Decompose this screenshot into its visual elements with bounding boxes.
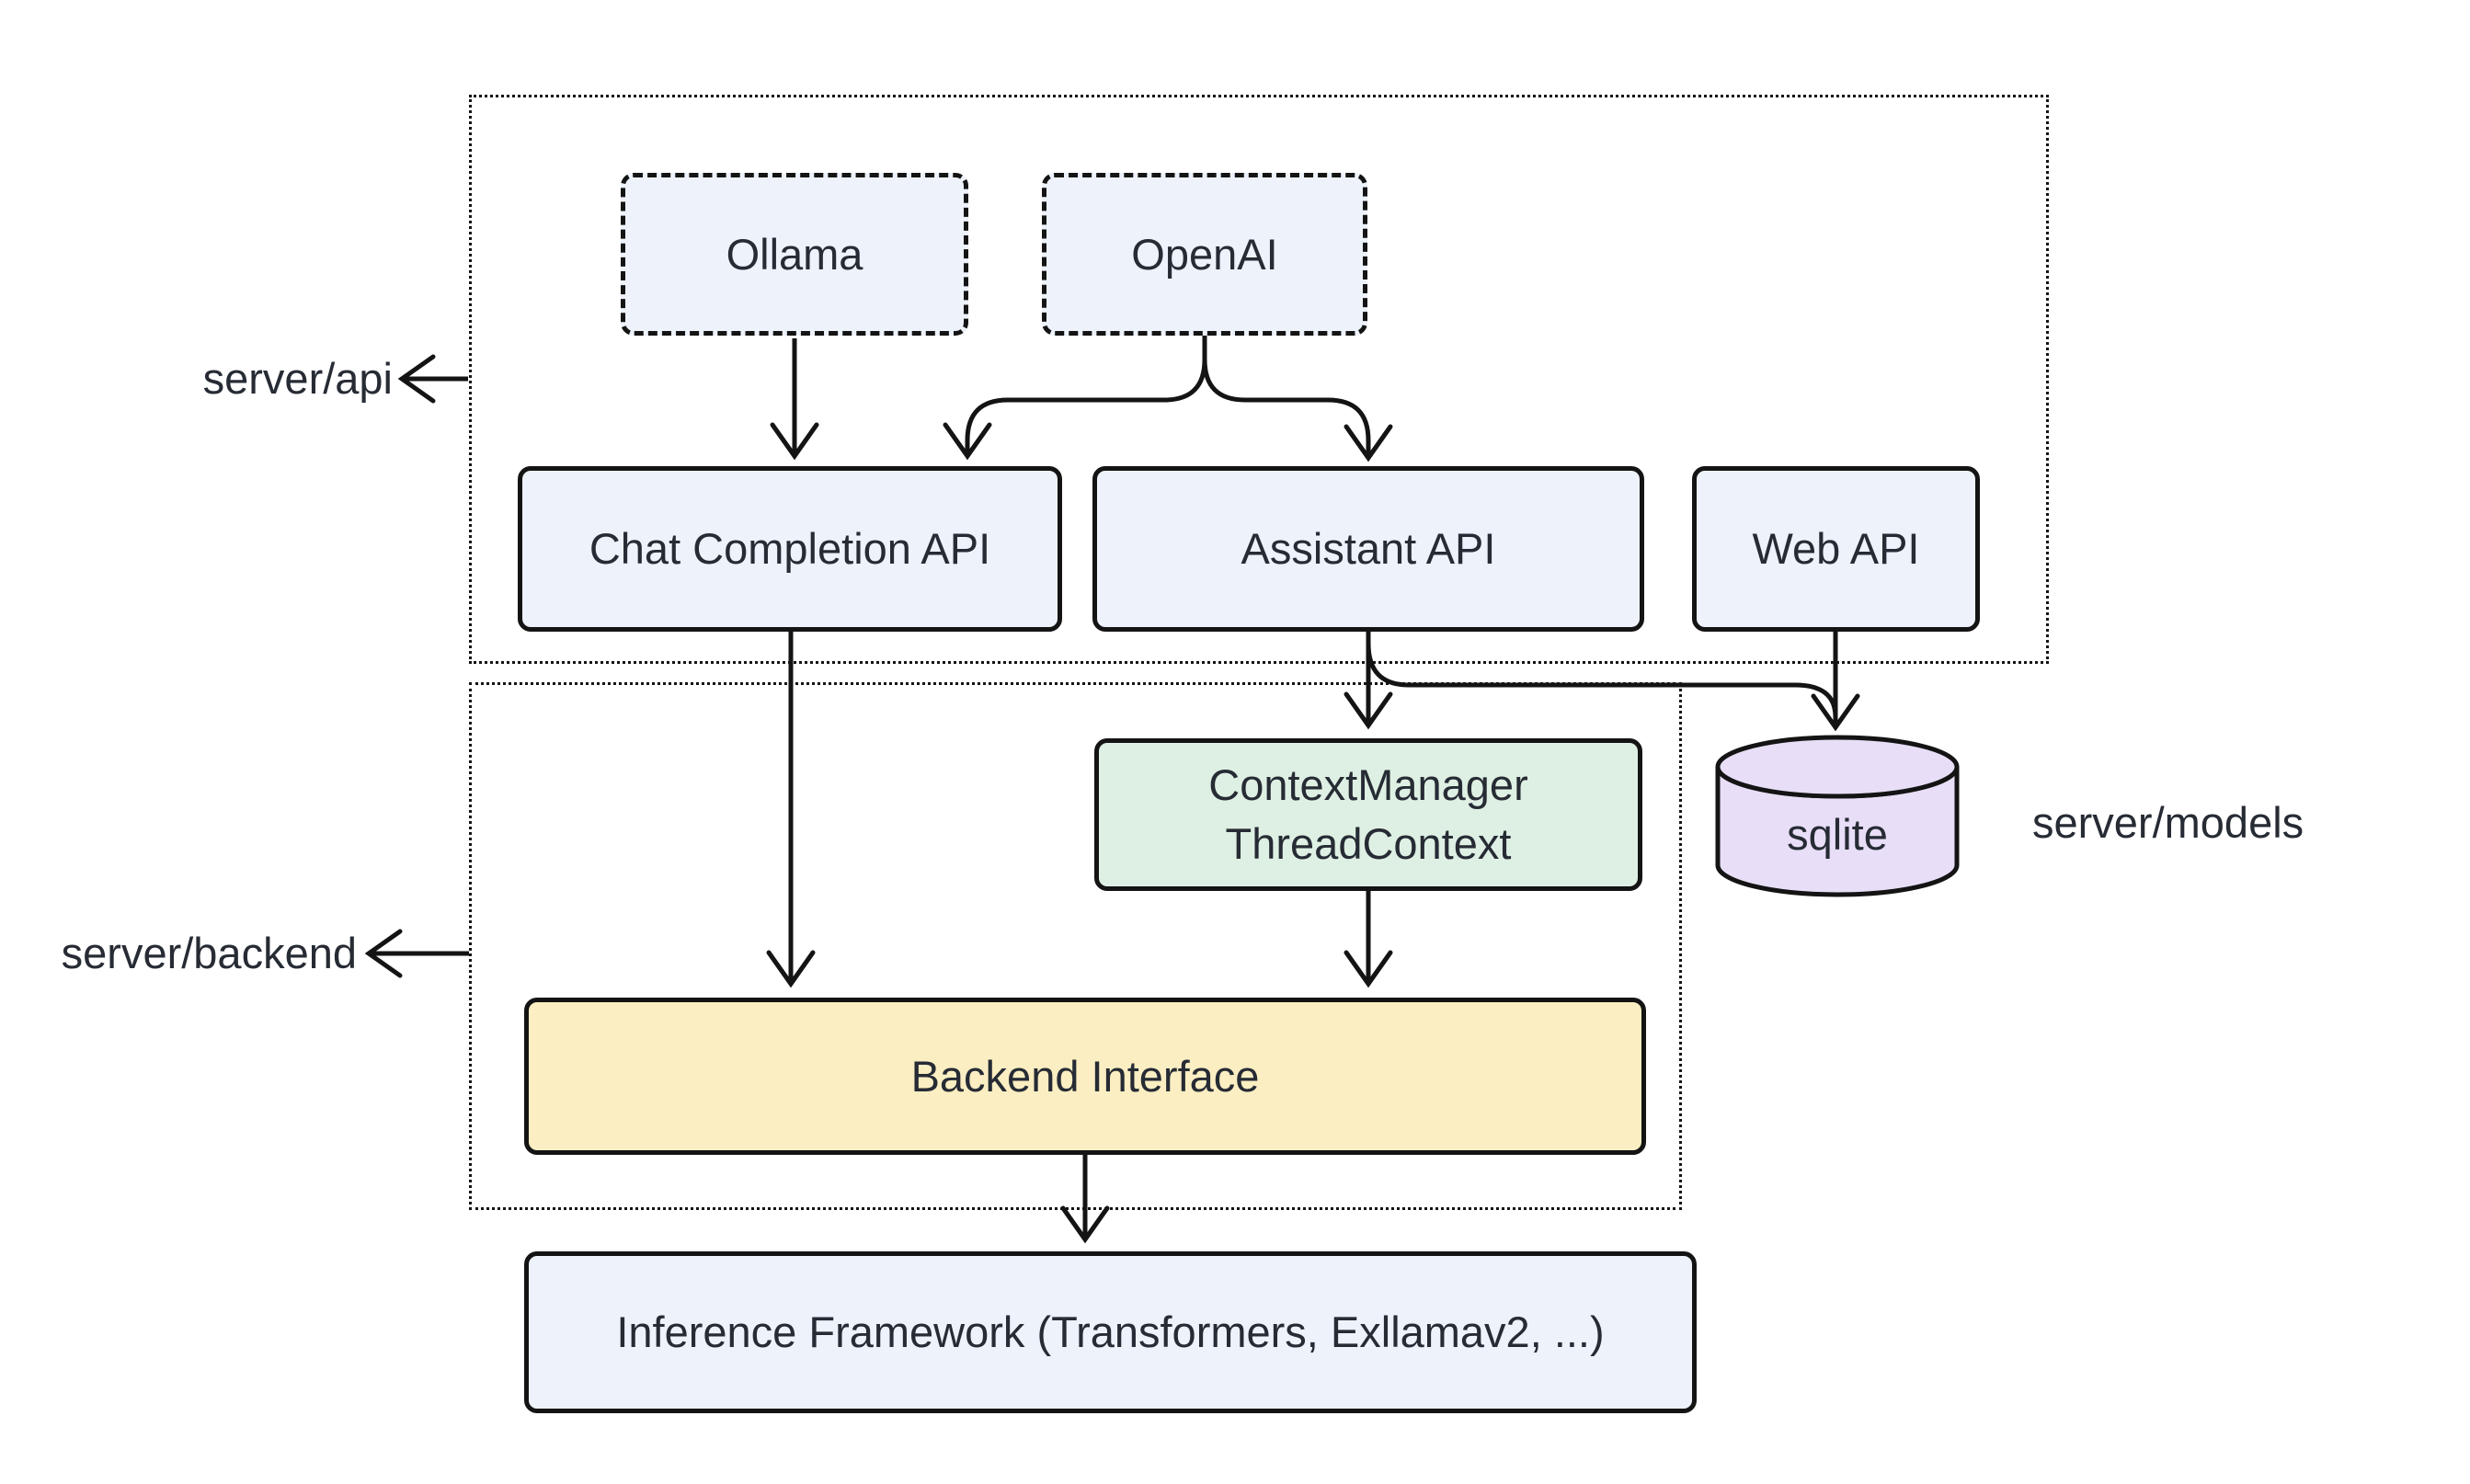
- node-inference-framework: Inference Framework (Transformers, Exlla…: [524, 1251, 1697, 1413]
- node-assistant-api-label: Assistant API: [1241, 524, 1496, 573]
- label-server-api-text: server/api: [202, 354, 393, 403]
- label-server-models: server/models: [2032, 799, 2428, 847]
- node-sqlite-text: sqlite: [1787, 810, 1888, 859]
- node-backend-interface: Backend Interface: [524, 998, 1646, 1155]
- node-inference-framework-label: Inference Framework (Transformers, Exlla…: [616, 1307, 1605, 1356]
- node-web-api-label: Web API: [1752, 524, 1920, 573]
- edge-openai-assistant: [1202, 336, 1393, 462]
- node-web-api: Web API: [1692, 466, 1980, 632]
- node-chat-completion-api-label: Chat Completion API: [589, 524, 991, 573]
- node-openai: OpenAI: [1042, 173, 1367, 336]
- label-server-backend-text: server/backend: [61, 929, 357, 977]
- node-context-manager-line1: ContextManager: [1208, 760, 1528, 809]
- node-assistant-api: Assistant API: [1092, 466, 1644, 632]
- label-server-models-text: server/models: [2032, 798, 2304, 847]
- node-openai-label: OpenAI: [1131, 229, 1278, 279]
- node-chat-completion-api: Chat Completion API: [518, 466, 1062, 632]
- node-sqlite-label: sqlite: [1718, 811, 1957, 859]
- node-context-manager: ContextManager ThreadContext: [1094, 738, 1642, 891]
- label-server-backend: server/backend: [62, 930, 357, 977]
- sqlite-cylinder: [1715, 735, 1960, 897]
- node-backend-interface-label: Backend Interface: [910, 1051, 1260, 1101]
- node-context-manager-line2: ThreadContext: [1225, 819, 1512, 868]
- node-ollama-label: Ollama: [726, 229, 863, 279]
- label-server-api: server/api: [147, 355, 393, 403]
- edge-openai-chat: [943, 336, 1207, 461]
- edge-assistant-sqlite: [1366, 643, 1838, 718]
- node-ollama: Ollama: [621, 173, 968, 336]
- server-api-container: [469, 95, 2049, 664]
